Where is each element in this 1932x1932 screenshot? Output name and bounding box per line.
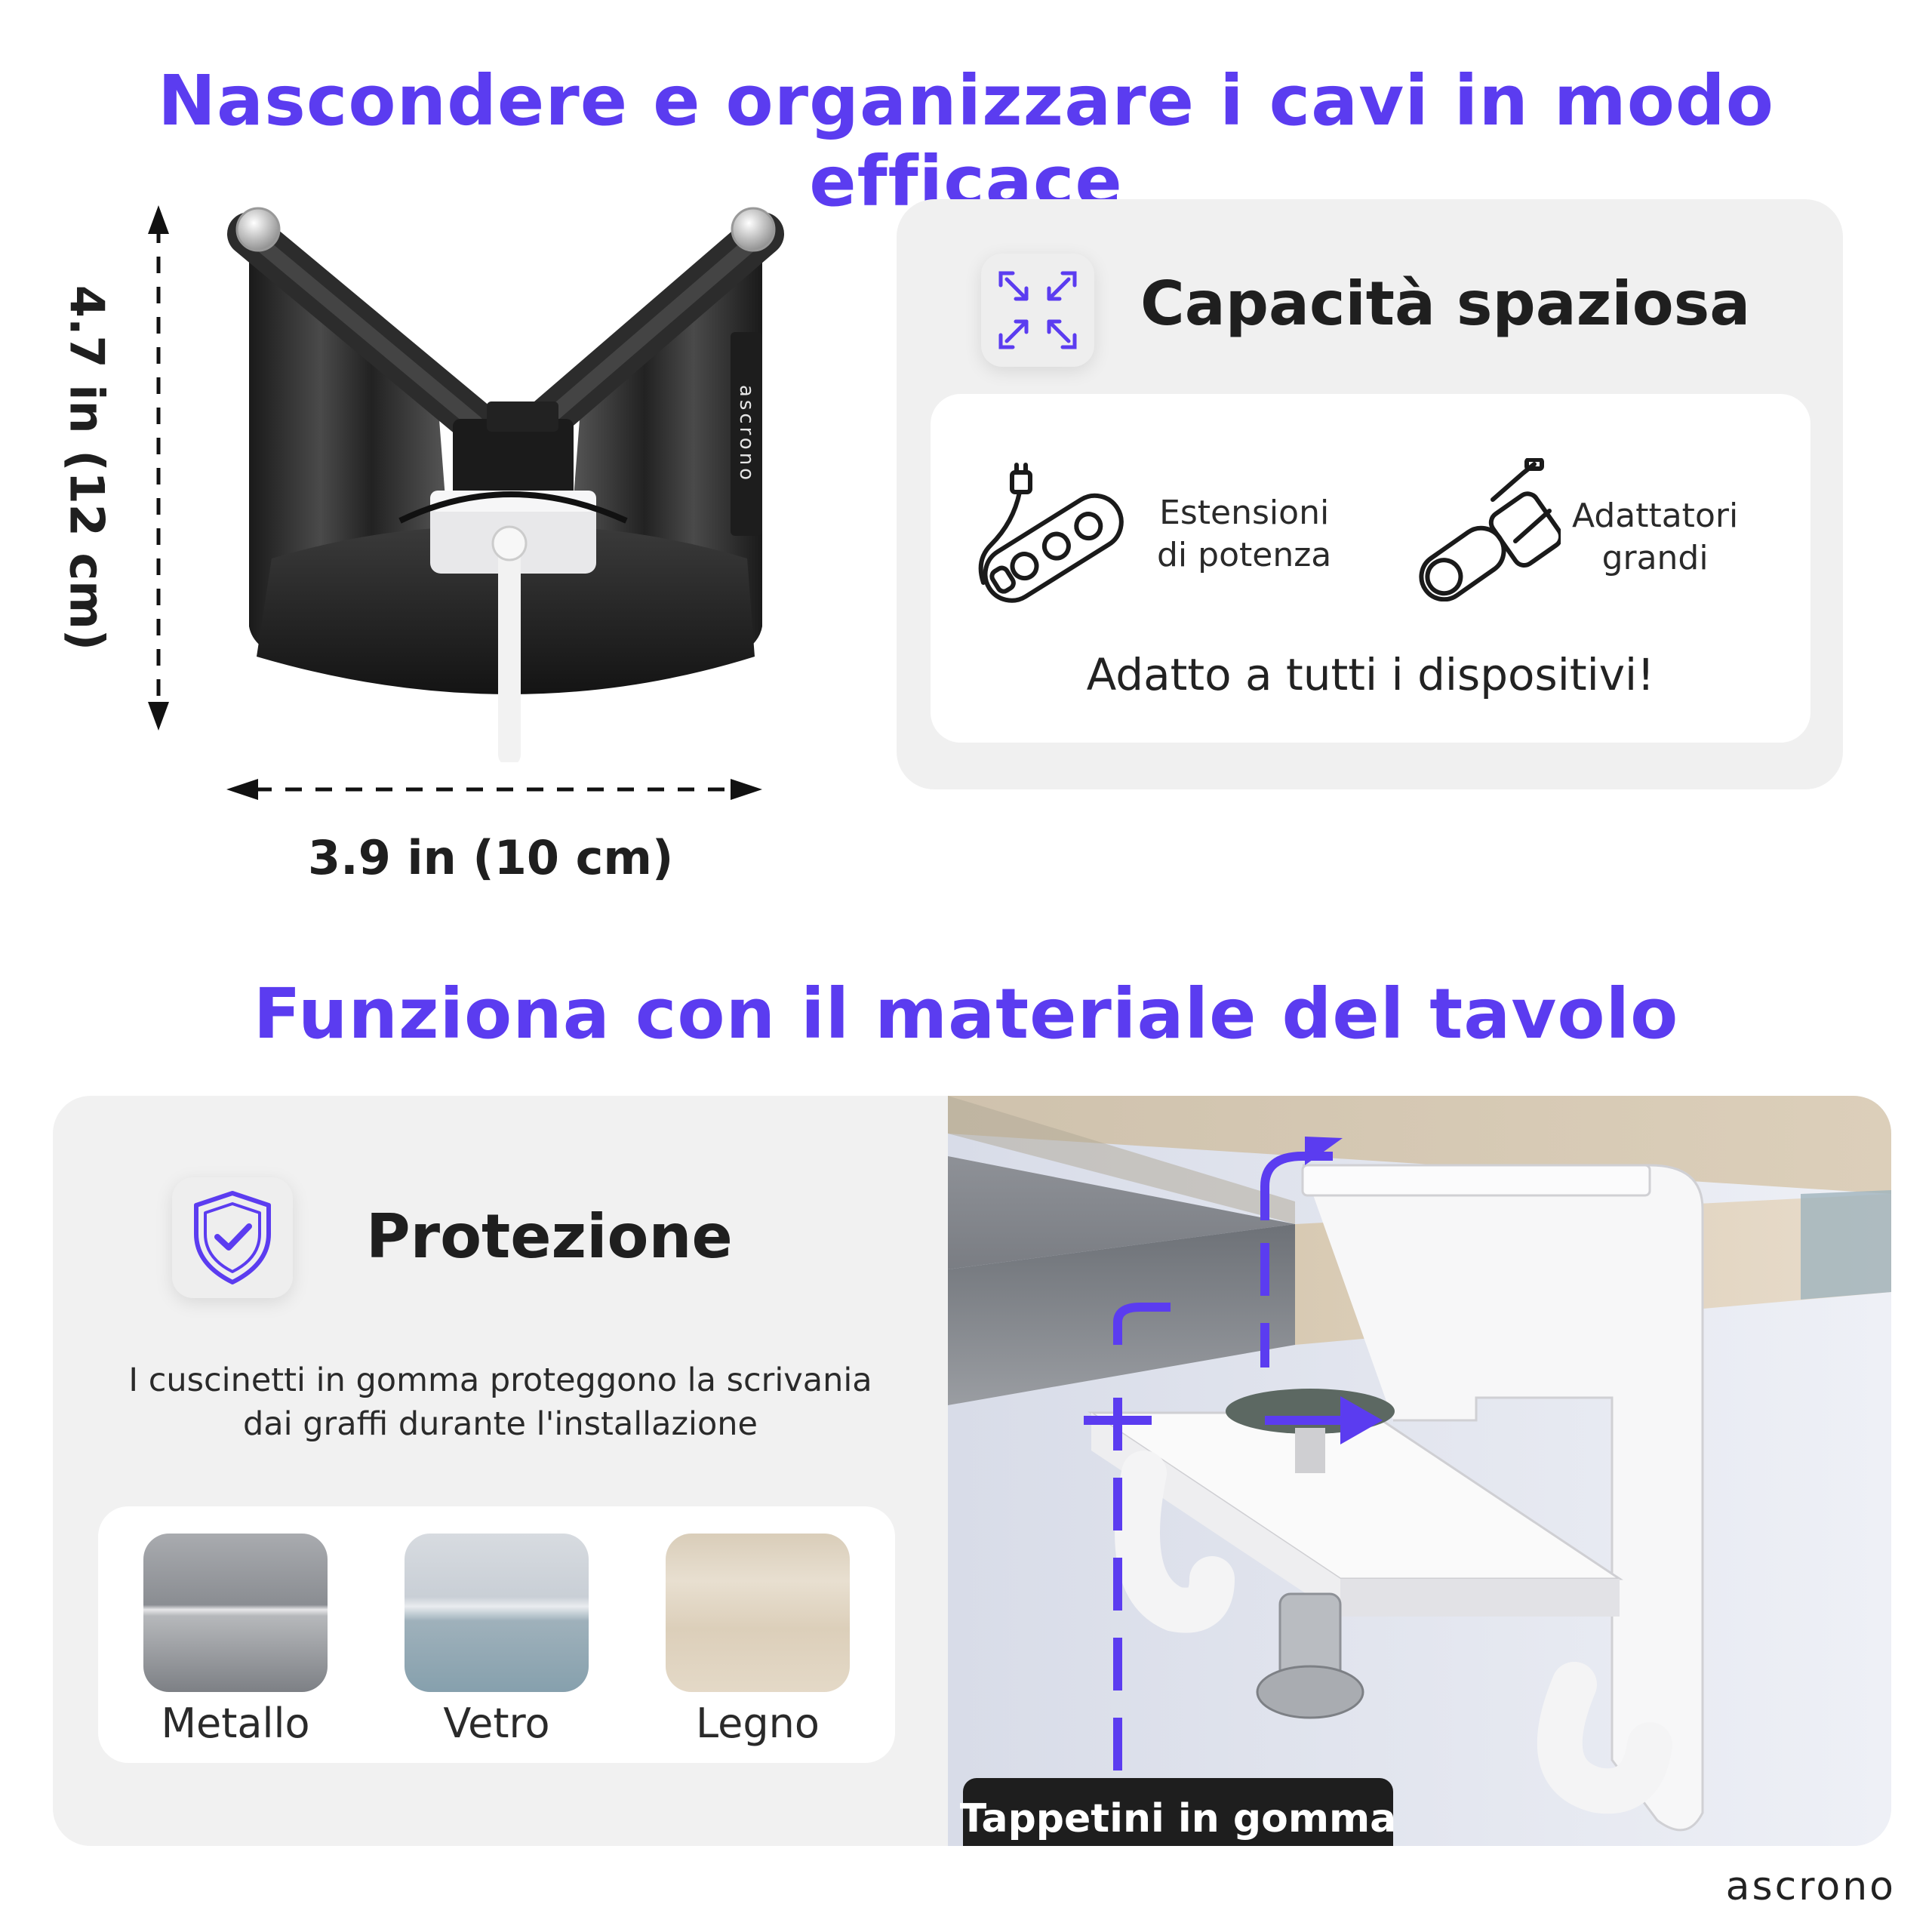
fabric-brand-text: ascrono: [735, 384, 758, 484]
section-title: Funziona con il materiale del tavolo: [253, 974, 1679, 1054]
product-image: ascrono: [226, 204, 785, 766]
capacity-title: Capacità spaziosa: [1140, 269, 1751, 339]
width-dimension-arrow: [225, 774, 764, 804]
metal-swatch: [143, 1534, 328, 1692]
fabric-brand-tag: ascrono: [731, 332, 762, 536]
capacity-item-2-label: Adattatori grandi: [1572, 495, 1738, 580]
capacity-item-1-line2: di potenza: [1157, 536, 1332, 574]
height-dimension-arrow: [143, 204, 174, 732]
clamp-illustration: [948, 1096, 1891, 1846]
shield-check-icon: [172, 1177, 293, 1298]
capacity-footer: Adatto a tutti i dispositivi!: [1086, 649, 1655, 700]
capacity-item-1-label: Estensioni di potenza: [1157, 492, 1331, 577]
arrow-to-pad: [1265, 1390, 1386, 1451]
protection-card: Protezione I cuscinetti in gomma protegg…: [53, 1096, 1891, 1846]
capacity-inner-panel: Estensioni di potenza Adattatori grandi: [931, 394, 1810, 743]
adapter-icon: [1410, 457, 1564, 602]
material-label-wood: Legno: [696, 1700, 820, 1747]
height-label: 4.7 in (12 cm): [59, 285, 115, 651]
power-strip-icon: [968, 462, 1134, 605]
protection-description: I cuscinetti in gomma proteggono la scri…: [53, 1358, 948, 1446]
capacity-item-1-line1: Estensioni: [1159, 494, 1330, 532]
rubber-pads-tag: Tappetini in gomma: [960, 1778, 1396, 1846]
brand-logo: ascrono: [1725, 1864, 1896, 1909]
capacity-card: Capacità spaziosa Estensioni di potenza: [897, 199, 1843, 789]
width-label: 3.9 in (10 cm): [308, 830, 674, 885]
protection-title: Protezione: [366, 1201, 733, 1272]
capacity-item-2-line2: grandi: [1601, 539, 1709, 577]
protection-desc-line1: I cuscinetti in gomma proteggono la scri…: [128, 1361, 872, 1399]
capacity-item-2-line1: Adattatori: [1572, 497, 1739, 535]
materials-panel: Metallo Vetro Legno: [98, 1506, 895, 1763]
material-label-metal: Metallo: [161, 1700, 310, 1747]
expand-arrows-icon: [981, 254, 1094, 367]
material-label-glass: Vetro: [443, 1700, 550, 1747]
wood-swatch: [666, 1534, 850, 1692]
glass-swatch: [405, 1534, 589, 1692]
page-title: Nascondere e organizzare i cavi in modo …: [158, 60, 1774, 222]
protection-desc-line2: dai graffi durante l'installazione: [243, 1405, 758, 1443]
